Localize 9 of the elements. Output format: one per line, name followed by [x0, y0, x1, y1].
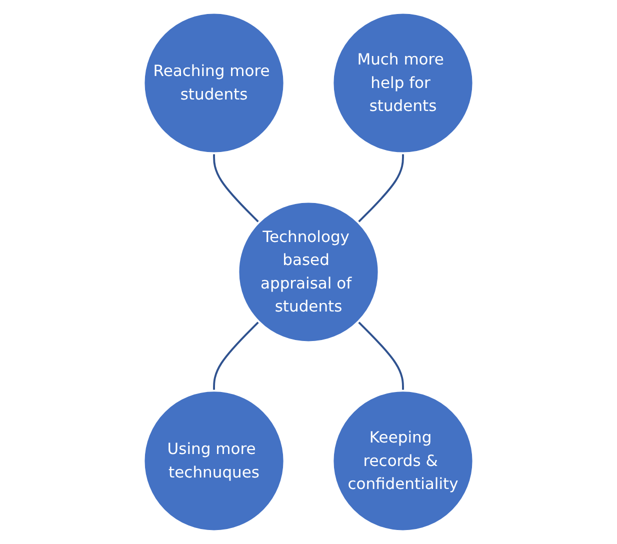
node-circle: Much more help for students — [332, 12, 474, 154]
node-circle: Keeping records & confidentiality — [332, 390, 474, 532]
connector — [213, 320, 260, 391]
connector — [357, 320, 404, 391]
connector — [357, 153, 404, 223]
node-circle: Reaching more students — [142, 12, 286, 154]
node-circle: Technology based appraisal of students — [237, 200, 380, 344]
node-circle: Using more technuques — [142, 390, 286, 532]
connector — [213, 153, 260, 223]
